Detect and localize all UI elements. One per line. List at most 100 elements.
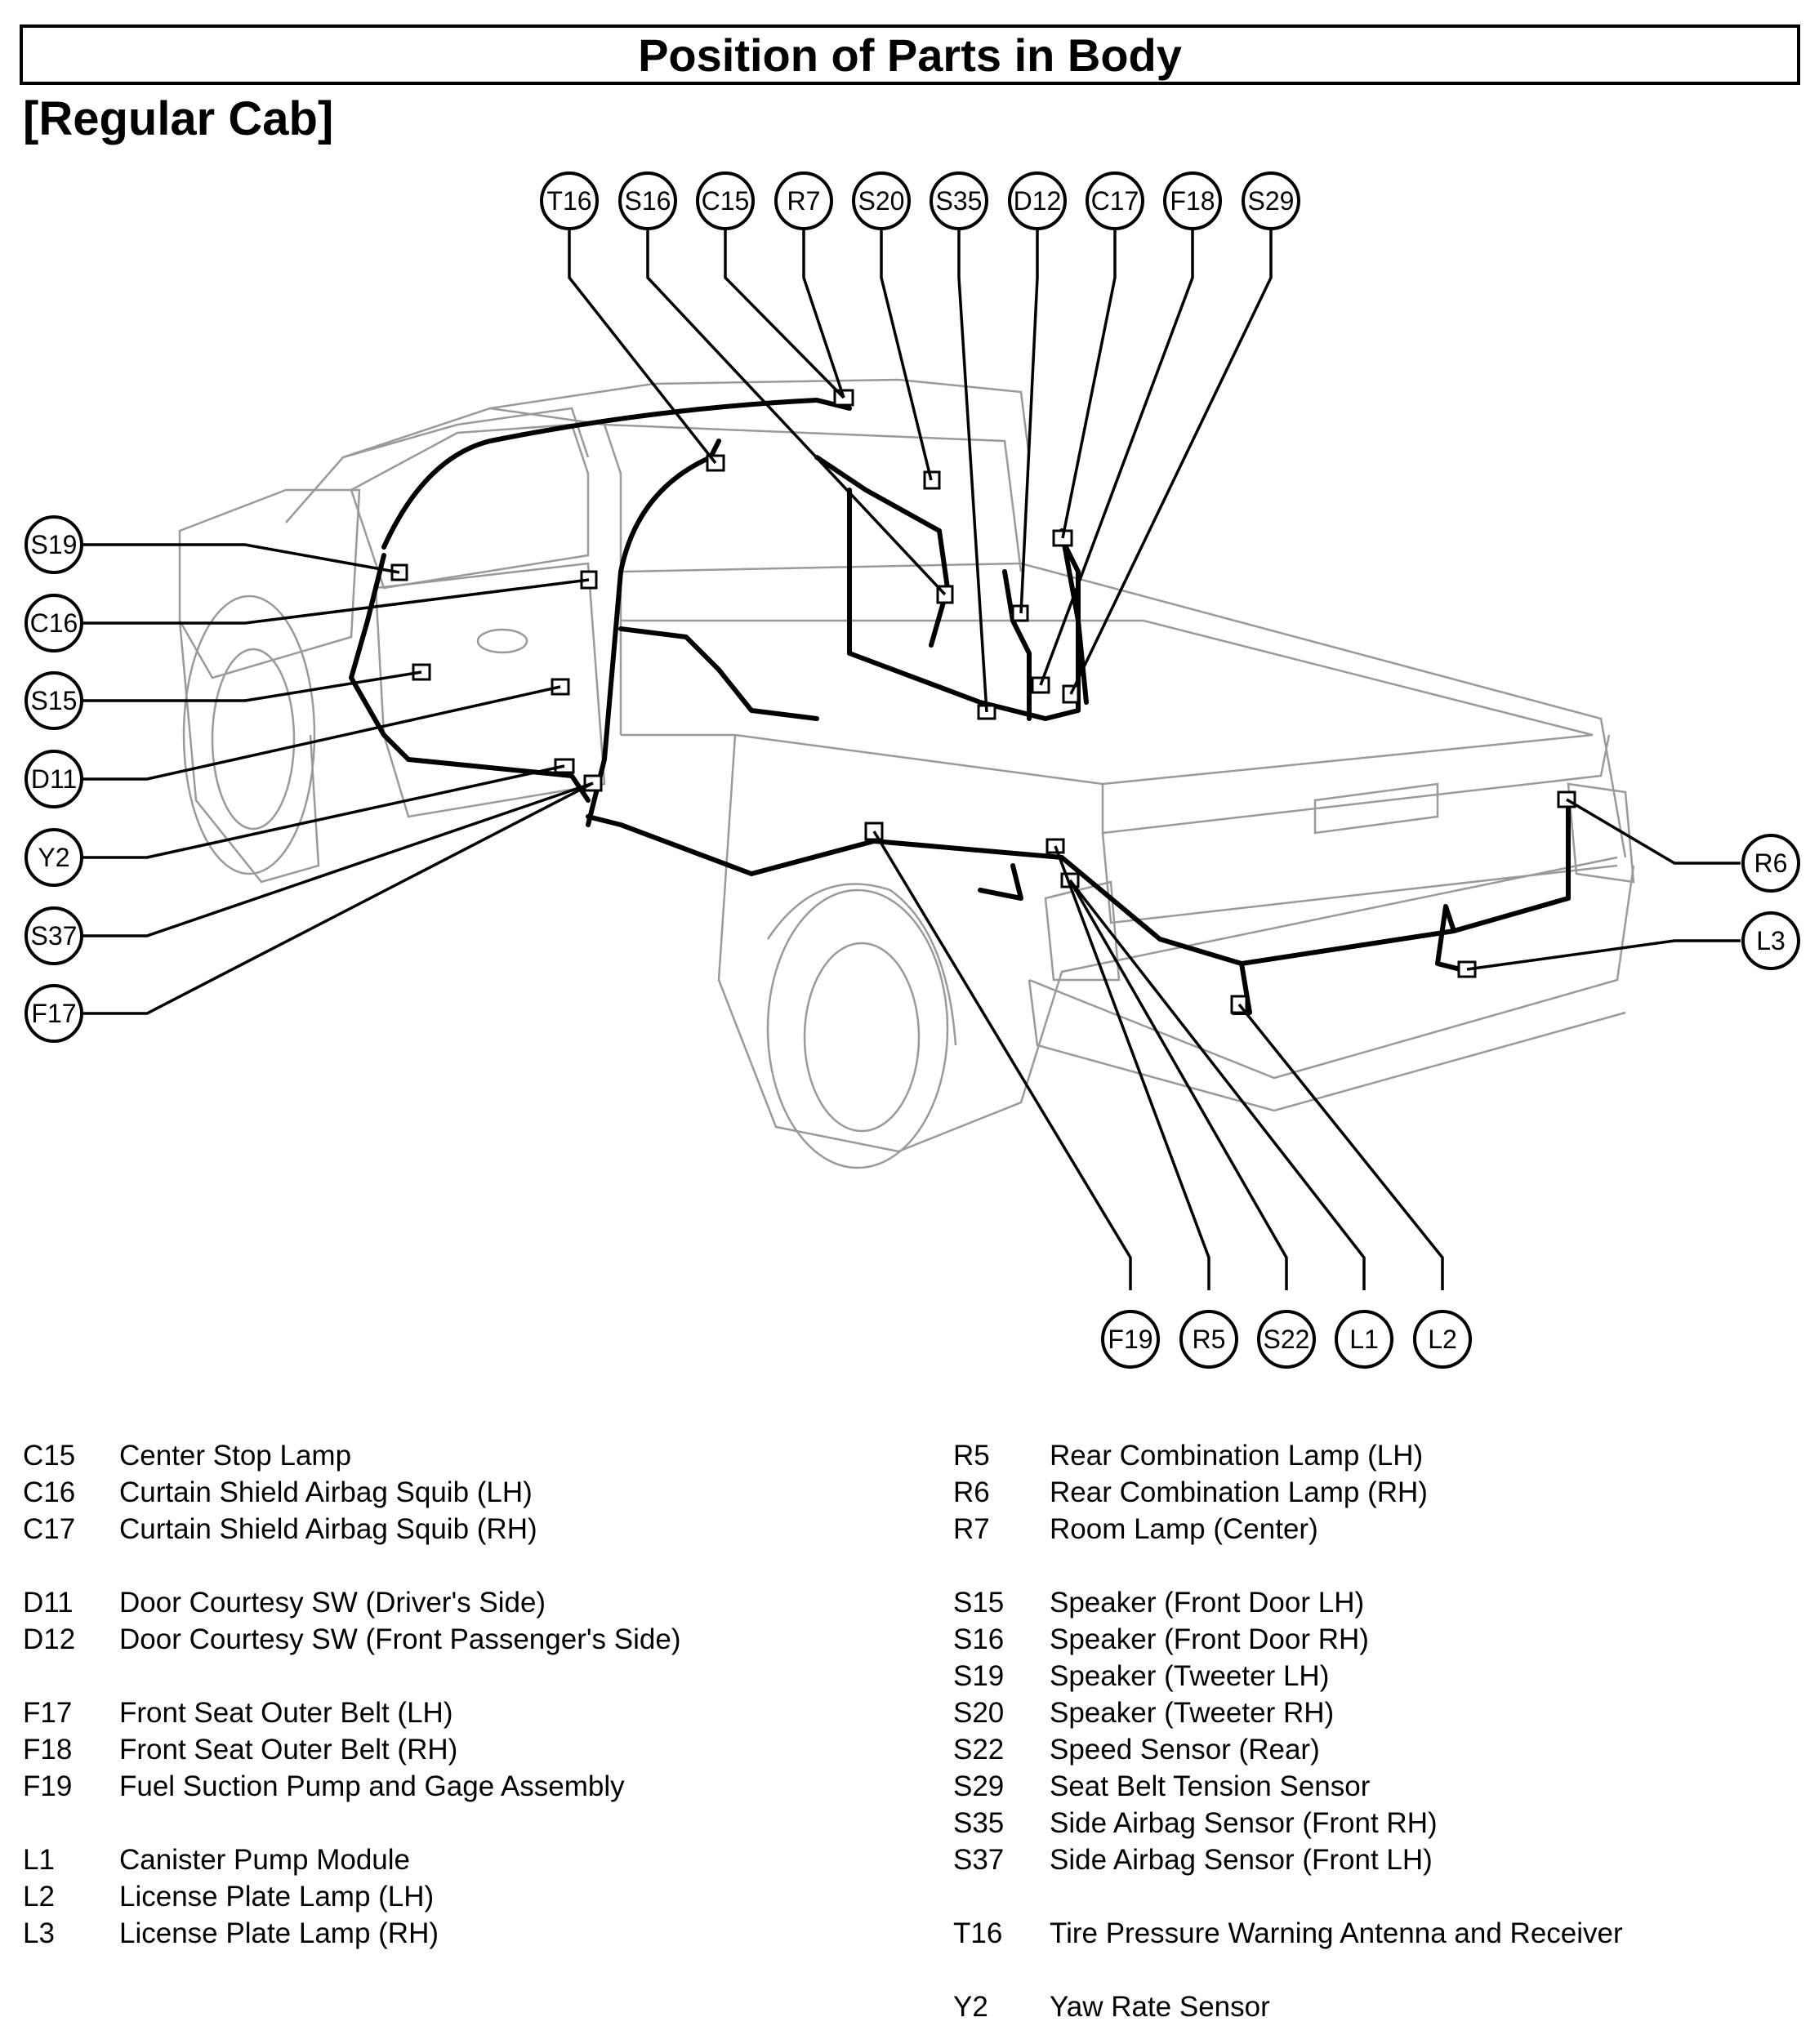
- callout-C17: C17: [1086, 171, 1144, 230]
- legend-code: T16: [953, 1917, 1003, 1949]
- svg-text:S29: S29: [1248, 186, 1295, 216]
- legend-row: C16 Curtain Shield Airbag Squib (LH): [23, 1474, 680, 1511]
- page-title: Position of Parts in Body: [20, 24, 1800, 85]
- legend-name: Door Courtesy SW (Front Passenger's Side…: [119, 1623, 681, 1655]
- callout-D12: D12: [1008, 171, 1067, 230]
- legend-row: D12 Door Courtesy SW (Front Passenger's S…: [23, 1621, 680, 1658]
- svg-text:C15: C15: [702, 186, 750, 216]
- svg-text:R5: R5: [1193, 1325, 1226, 1354]
- legend-code: Y2: [953, 1991, 988, 2023]
- legend-row: S15 Speaker (Front Door LH): [953, 1584, 1623, 1621]
- svg-text:T16: T16: [546, 186, 591, 216]
- svg-text:Y2: Y2: [38, 843, 69, 872]
- legend-row: S20 Speaker (Tweeter RH): [953, 1694, 1623, 1731]
- legend-name: Speaker (Tweeter LH): [1050, 1660, 1330, 1692]
- legend-code: L1: [23, 1844, 55, 1876]
- callout-S29: S29: [1242, 171, 1300, 230]
- svg-text:L3: L3: [1756, 926, 1786, 955]
- svg-text:S20: S20: [858, 186, 905, 216]
- legend-code: D12: [23, 1623, 76, 1655]
- callout-L3: L3: [1741, 911, 1800, 970]
- legend-gap: [23, 1805, 680, 1841]
- svg-text:S22: S22: [1264, 1325, 1310, 1354]
- legend-row: S29 Seat Belt Tension Sensor: [953, 1768, 1623, 1805]
- callout-R7: R7: [774, 171, 833, 230]
- callout-F19: F19: [1101, 1310, 1160, 1369]
- svg-text:R7: R7: [787, 186, 821, 216]
- legend-name: Speaker (Front Door LH): [1050, 1587, 1365, 1619]
- legend-name: Yaw Rate Sensor: [1050, 1991, 1270, 2023]
- leader-lines: [82, 229, 1741, 1290]
- legend-row: S19 Speaker (Tweeter LH): [953, 1658, 1623, 1694]
- legend-row: F19 Fuel Suction Pump and Gage Assembly: [23, 1768, 680, 1805]
- legend-code: C15: [23, 1440, 76, 1472]
- legend-name: Door Courtesy SW (Driver's Side): [119, 1587, 546, 1619]
- legend-code: F17: [23, 1697, 73, 1729]
- page-subtitle: [Regular Cab]: [23, 92, 334, 145]
- legend-name: Curtain Shield Airbag Squib (LH): [119, 1476, 533, 1508]
- svg-text:L2: L2: [1428, 1325, 1457, 1354]
- callout-C16: C16: [25, 594, 83, 652]
- legend-name: Side Airbag Sensor (Front RH): [1050, 1807, 1438, 1839]
- svg-text:D12: D12: [1014, 186, 1062, 216]
- svg-text:F18: F18: [1170, 186, 1215, 216]
- legend-gap: [23, 1547, 680, 1584]
- legend-row: S16 Speaker (Front Door RH): [953, 1621, 1623, 1658]
- legend-name: Tire Pressure Warning Antenna and Receiv…: [1050, 1917, 1623, 1949]
- legend-row: L2 License Plate Lamp (LH): [23, 1878, 680, 1915]
- legend-name: Speaker (Front Door RH): [1050, 1623, 1369, 1655]
- legend-code: S20: [953, 1697, 1005, 1729]
- legend-name: Curtain Shield Airbag Squib (RH): [119, 1513, 537, 1545]
- callout-D11: D11: [25, 750, 83, 808]
- callout-S37: S37: [25, 906, 83, 965]
- callout-S15: S15: [25, 671, 83, 730]
- legend-gap: [953, 1547, 1623, 1584]
- legend-name: Speaker (Tweeter RH): [1050, 1697, 1335, 1729]
- legend-code: S29: [953, 1770, 1005, 1802]
- callout-R6: R6: [1741, 834, 1800, 893]
- callout-S19: S19: [25, 515, 83, 574]
- callout-L2: L2: [1413, 1310, 1472, 1369]
- callout-R5: R5: [1179, 1310, 1238, 1369]
- svg-text:D11: D11: [31, 764, 77, 794]
- legend-gap: [953, 1952, 1623, 1988]
- callout-S20: S20: [852, 171, 911, 230]
- callout-T16: T16: [540, 171, 599, 230]
- svg-text:L1: L1: [1349, 1325, 1379, 1354]
- svg-text:S37: S37: [31, 921, 78, 951]
- legend-code: F19: [23, 1770, 73, 1802]
- callout-C15: C15: [696, 171, 755, 230]
- svg-text:S16: S16: [625, 186, 671, 216]
- legend-name: Rear Combination Lamp (LH): [1050, 1440, 1424, 1472]
- legend-name: Fuel Suction Pump and Gage Assembly: [119, 1770, 625, 1802]
- legend-name: License Plate Lamp (RH): [119, 1917, 439, 1949]
- truck-outline: [178, 378, 1635, 1169]
- legend-code: S15: [953, 1587, 1005, 1619]
- legend-name: Room Lamp (Center): [1050, 1513, 1318, 1545]
- legend-row: S35 Side Airbag Sensor (Front RH): [953, 1805, 1623, 1841]
- svg-text:R6: R6: [1754, 848, 1788, 878]
- legend-code: L2: [23, 1881, 55, 1913]
- legend-code: S16: [953, 1623, 1005, 1655]
- legend-code: S19: [953, 1660, 1005, 1692]
- wire-harness: [349, 398, 1571, 1015]
- legend-name: Seat Belt Tension Sensor: [1050, 1770, 1371, 1802]
- legend-code: R6: [953, 1476, 990, 1508]
- callout-Y2: Y2: [25, 828, 83, 887]
- legend-code: S37: [953, 1844, 1005, 1876]
- legend-code: S35: [953, 1807, 1005, 1839]
- svg-text:S19: S19: [31, 530, 78, 559]
- svg-text:F17: F17: [31, 999, 76, 1028]
- svg-text:F19: F19: [1108, 1325, 1152, 1354]
- callout-S35: S35: [930, 171, 988, 230]
- svg-text:C16: C16: [30, 608, 78, 638]
- legend-code: C16: [23, 1476, 76, 1508]
- legend-name: License Plate Lamp (LH): [119, 1881, 435, 1913]
